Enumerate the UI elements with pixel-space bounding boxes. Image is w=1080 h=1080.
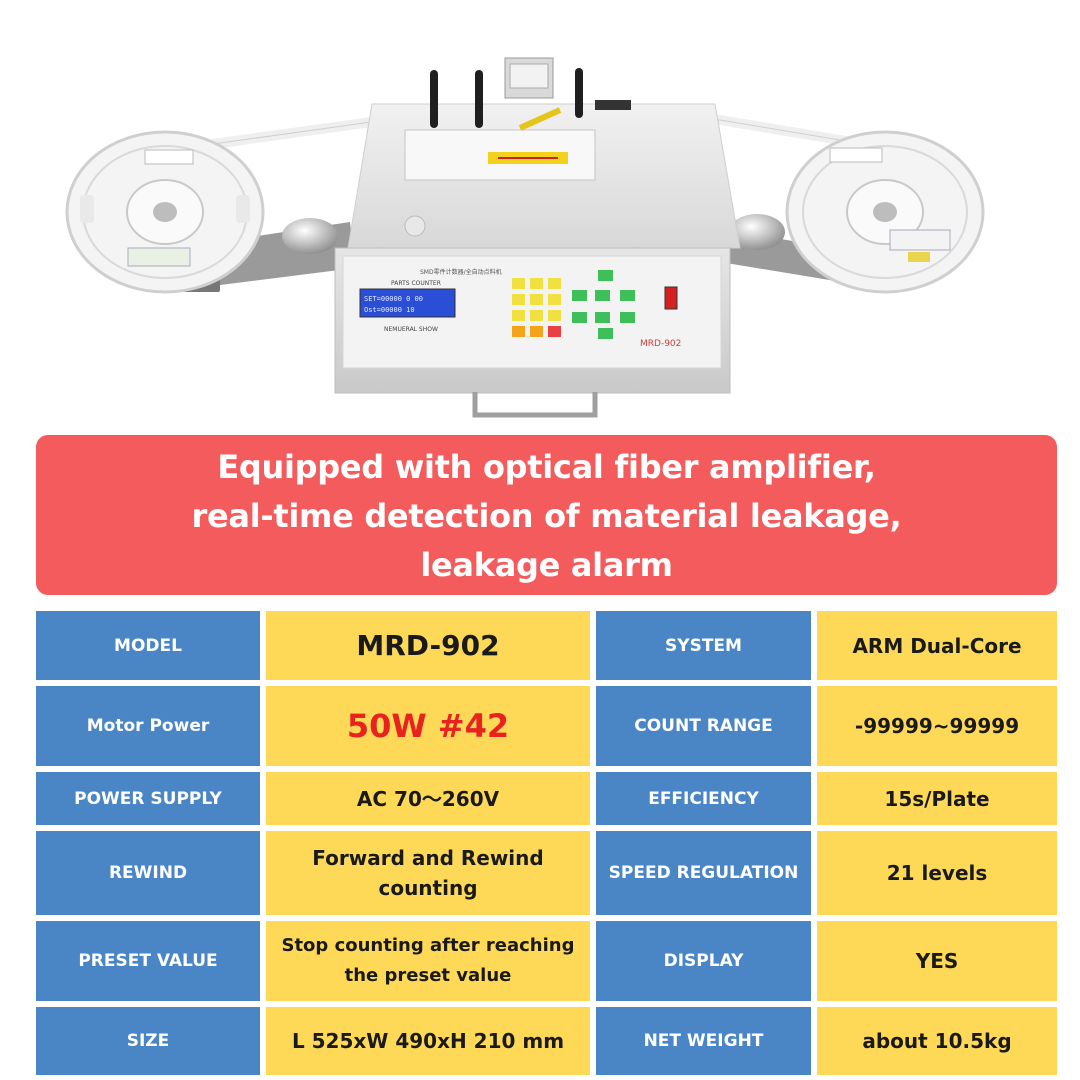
spec-label-speed-regulation: SPEED REGULATION bbox=[596, 831, 811, 915]
spec-value-power-supply: AC 70～260V bbox=[266, 772, 590, 825]
spec-label-efficiency: EFFICIENCY bbox=[596, 772, 811, 825]
spec-label-count-range: COUNT RANGE bbox=[596, 686, 811, 766]
right-reel bbox=[785, 130, 985, 294]
right-tension-knob bbox=[729, 214, 785, 250]
lcd-display bbox=[359, 288, 456, 318]
spec-label-size: SIZE bbox=[36, 1007, 260, 1075]
spec-label-net-weight: NET WEIGHT bbox=[596, 1007, 811, 1075]
keypad bbox=[512, 270, 635, 339]
spec-value-rewind: Forward and Rewind counting bbox=[266, 831, 590, 915]
spec-value-count-range: -99999~99999 bbox=[817, 686, 1057, 766]
model-plate: MRD-902 bbox=[640, 339, 681, 349]
panel-title: PARTS COUNTER bbox=[391, 280, 441, 287]
lcd-line-1: SET=00000 0 00 bbox=[364, 295, 423, 303]
spec-value-efficiency: 15s/Plate bbox=[817, 772, 1057, 825]
spec-label-rewind: REWIND bbox=[36, 831, 260, 915]
lcd-line-2: Ost=00000 10 bbox=[364, 306, 415, 314]
spec-label-preset-value: PRESET VALUE bbox=[36, 921, 260, 1001]
left-tension-knob bbox=[282, 218, 338, 254]
spec-label-model: MODEL bbox=[36, 611, 260, 680]
spec-value-model: MRD-902 bbox=[266, 611, 590, 680]
spec-label-power-supply: POWER SUPPLY bbox=[36, 772, 260, 825]
spec-label-display: DISPLAY bbox=[596, 921, 811, 1001]
panel-caption: NEMUERAL SHOW bbox=[384, 326, 438, 333]
banner-line: real-time detection of material leakage, bbox=[191, 496, 902, 535]
smd-counter-machine-illustration: SMD零件计数器/全自动点料机 PARTS COUNTER SET=00000 … bbox=[65, 57, 985, 418]
banner-line: Equipped with optical fiber amplifier, bbox=[217, 447, 876, 486]
spec-value-speed-regulation: 21 levels bbox=[817, 831, 1057, 915]
spec-value-motor-power: 50W #42 bbox=[266, 686, 590, 766]
spec-value-size: L 525xW 490xH 210 mm bbox=[266, 1007, 590, 1075]
product-photo: SMD零件计数器/全自动点料机 PARTS COUNTER SET=00000 … bbox=[0, 0, 1080, 430]
spec-value-system: ARM Dual-Core bbox=[817, 611, 1057, 680]
left-reel bbox=[65, 130, 265, 294]
banner-line: leakage alarm bbox=[420, 545, 673, 584]
spec-value-net-weight: about 10.5kg bbox=[817, 1007, 1057, 1075]
power-switch bbox=[664, 286, 678, 310]
spec-value-display: YES bbox=[817, 921, 1057, 1001]
spec-label-motor-power: Motor Power bbox=[36, 686, 260, 766]
carry-handle bbox=[472, 392, 598, 418]
svg-text:SMD零件计数器/全自动点料机: SMD零件计数器/全自动点料机 bbox=[420, 268, 502, 276]
spec-label-system: SYSTEM bbox=[596, 611, 811, 680]
spec-value-preset-value: Stop counting after reaching the preset … bbox=[266, 921, 590, 1001]
feature-banner: Equipped with optical fiber amplifier, r… bbox=[36, 435, 1057, 595]
